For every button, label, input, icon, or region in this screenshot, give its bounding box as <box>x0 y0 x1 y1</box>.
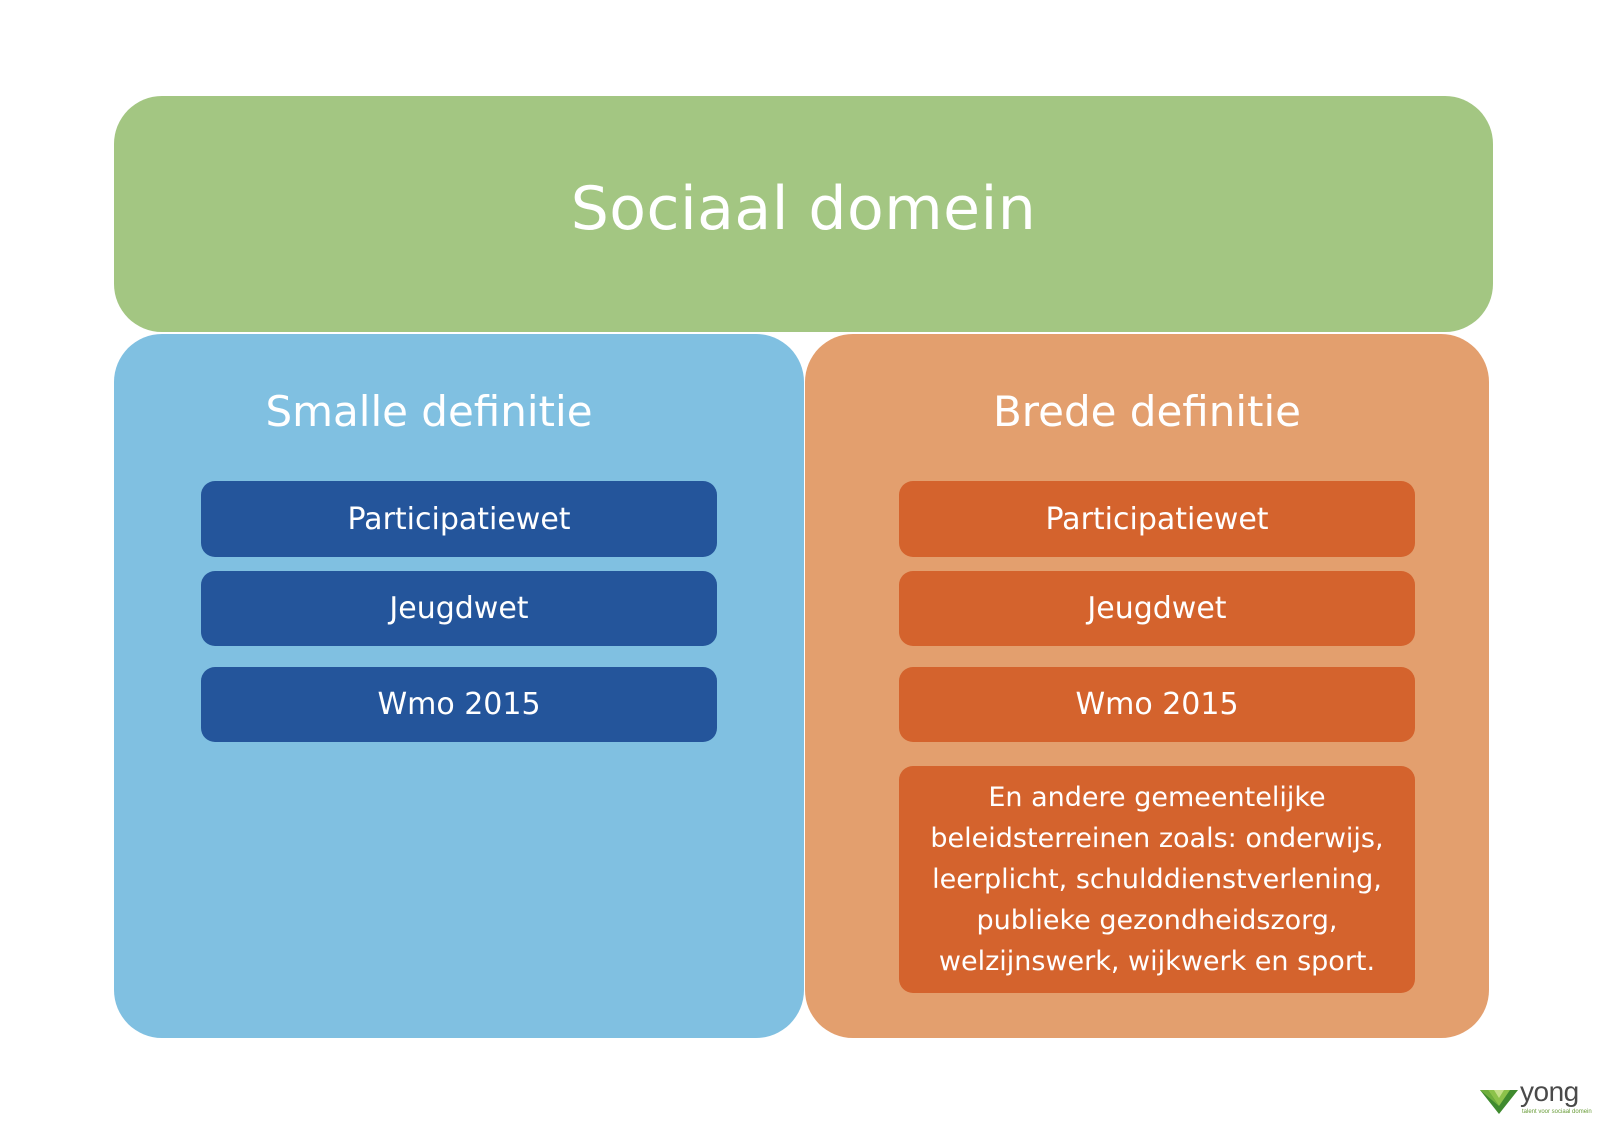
broad-definition-title: Brede definitie <box>992 387 1302 436</box>
narrow-definition-panel: Smalle definitie Participatiewet Jeugdwe… <box>114 334 804 1038</box>
yong-logo: yong talent voor sociaal domein <box>1478 1076 1592 1120</box>
broad-item-other-policy-areas: En andere gemeentelijke beleidsterreinen… <box>899 766 1415 993</box>
narrow-item-jeugdwet: Jeugdwet <box>201 571 717 646</box>
narrow-item-participatiewet: Participatiewet <box>201 481 717 557</box>
narrow-item-wmo: Wmo 2015 <box>201 667 717 742</box>
broad-item-wmo: Wmo 2015 <box>899 667 1415 742</box>
logo-tagline: talent voor sociaal domein <box>1522 1109 1592 1115</box>
narrow-definition-title: Smalle definitie <box>265 387 593 436</box>
logo-wordmark: yong <box>1520 1076 1579 1107</box>
diamond-logo-icon <box>1480 1090 1518 1114</box>
broad-definition-panel: Brede definitie Participatiewet Jeugdwet… <box>805 334 1489 1038</box>
broad-item-jeugdwet: Jeugdwet <box>899 571 1415 646</box>
diagram-title: Sociaal domein <box>570 174 1037 244</box>
broad-item-participatiewet: Participatiewet <box>899 481 1415 557</box>
header-banner: Sociaal domein <box>114 96 1493 332</box>
